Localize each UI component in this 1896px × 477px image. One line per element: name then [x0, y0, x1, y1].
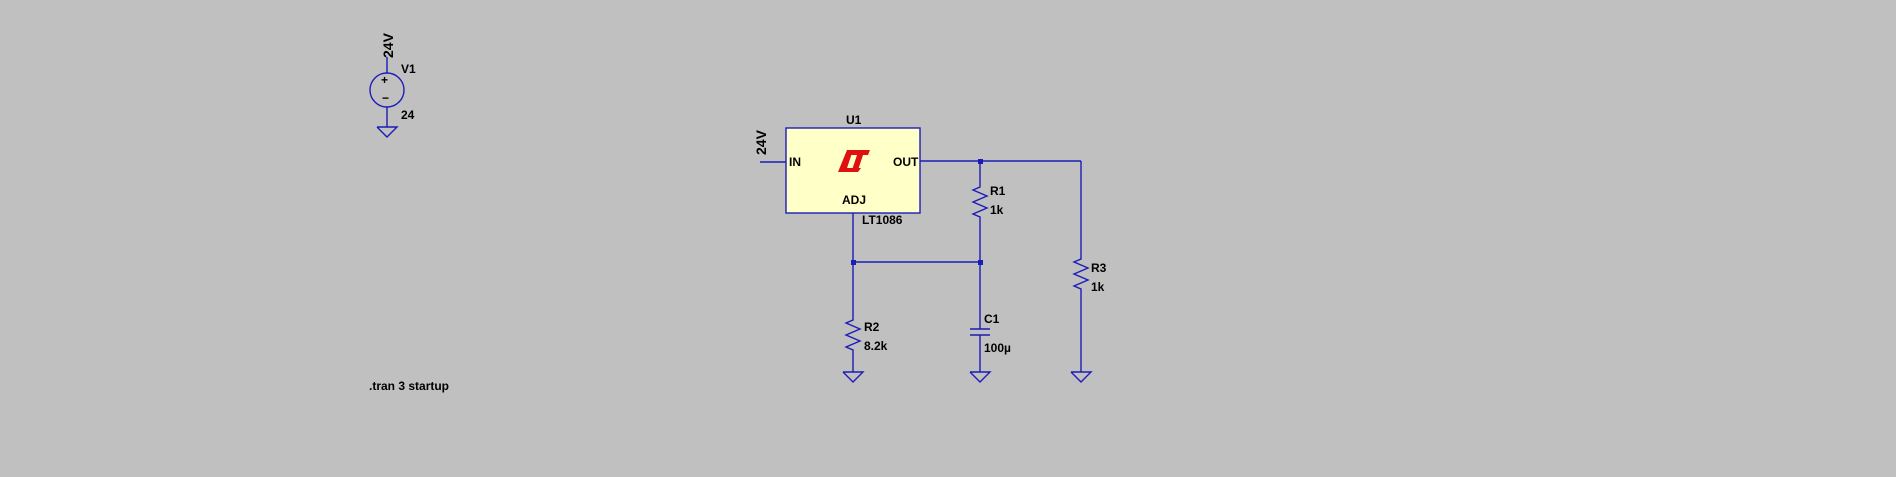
v1-ground-symbol: [376, 126, 399, 138]
v1-minus-sign: −: [382, 91, 389, 105]
resistor-r1[interactable]: R1 1k: [971, 183, 1006, 219]
r2-value: 8.2k: [864, 339, 888, 353]
resistor-r3[interactable]: R3 1k: [1072, 255, 1107, 294]
r1-symbol: [971, 183, 989, 219]
input-net-label: 24V: [753, 129, 769, 155]
v1-name: V1: [401, 62, 416, 76]
pin-out-label: OUT: [893, 155, 919, 169]
capacitor-c1[interactable]: C1 100µ: [970, 312, 1011, 355]
junction-adj-left: [851, 260, 856, 265]
voltage-source-v1[interactable]: + − 24V V1 24: [369, 32, 416, 138]
c1-value: 100µ: [984, 341, 1011, 355]
v1-plus-sign: +: [381, 73, 388, 87]
r3-symbol: [1072, 255, 1090, 291]
resistor-r2[interactable]: R2 8.2k: [844, 316, 888, 353]
junction-out: [978, 159, 983, 164]
ground-r2: [842, 371, 865, 383]
ground-r3: [1070, 371, 1093, 383]
regulator-part: LT1086: [862, 213, 903, 227]
r2-symbol: [844, 316, 862, 352]
regulator-ref: U1: [846, 113, 862, 127]
v1-net-label: 24V: [380, 32, 396, 58]
lt-logo: [838, 150, 870, 172]
r1-value: 1k: [990, 203, 1004, 217]
c1-name: C1: [984, 312, 1000, 326]
junction-adj-right: [978, 260, 983, 265]
r1-name: R1: [990, 184, 1006, 198]
r2-name: R2: [864, 320, 880, 334]
pin-in-label: IN: [789, 155, 801, 169]
r3-value: 1k: [1091, 280, 1105, 294]
ground-c1: [969, 371, 992, 383]
pin-adj-label: ADJ: [842, 193, 866, 207]
v1-value: 24: [401, 108, 415, 122]
regulator-u1[interactable]: U1 LT1086 IN OUT ADJ 24V: [753, 113, 921, 227]
spice-directive[interactable]: .tran 3 startup: [369, 379, 449, 393]
r3-name: R3: [1091, 261, 1107, 275]
